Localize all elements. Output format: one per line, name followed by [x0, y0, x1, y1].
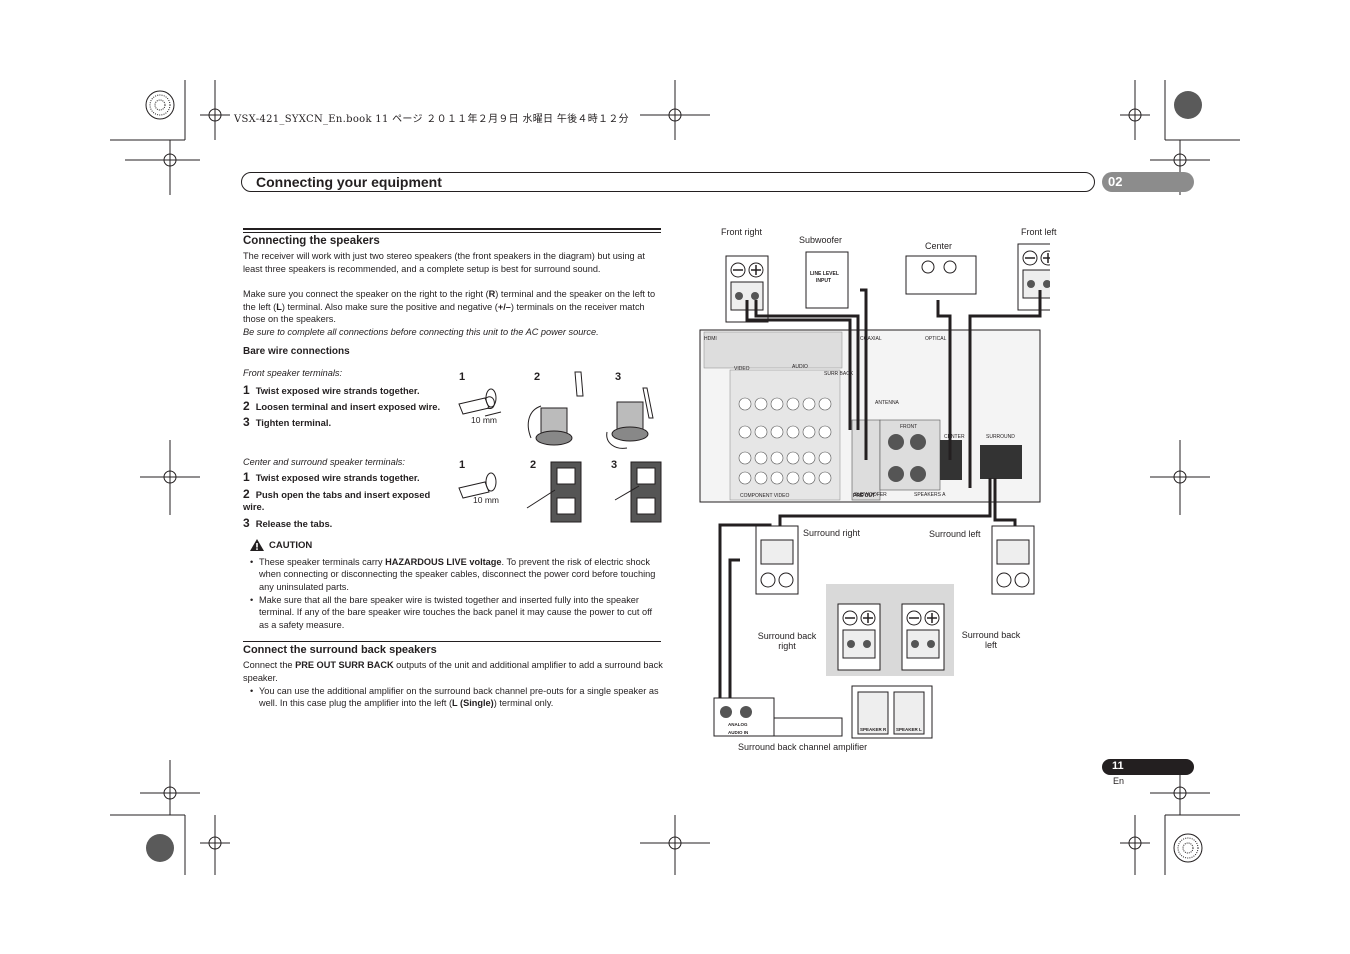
audio-in-label: AUDIO IN — [728, 730, 748, 735]
caution-bullet-2: Make sure that all the bare speaker wire… — [250, 594, 661, 631]
front-terminals-label: Front speaker terminals: — [243, 368, 343, 378]
heading-rule-thin — [243, 232, 661, 233]
section-title: Connecting your equipment — [256, 174, 442, 190]
fig-num-2b: 2 — [530, 459, 536, 471]
label-front-left: Front left — [1021, 227, 1057, 237]
fig-num-2a: 2 — [534, 371, 540, 383]
section-rule — [243, 641, 661, 642]
speaker-wiring-diagram: HDMI COAXIAL OPTICAL VIDEO AUDIO SURR BA… — [699, 243, 1050, 739]
panel-subwoofer: SUBWOOFER — [854, 492, 887, 498]
registration-rosettes — [145, 90, 1203, 863]
heading-bare-wire: Bare wire connections — [243, 346, 350, 357]
page-number-tab: 11 — [1102, 759, 1194, 775]
speakers-instructions: Make sure you connect the speaker on the… — [243, 289, 656, 324]
panel-component-video: COMPONENT VIDEO — [740, 493, 789, 499]
speaker-r-label: SPEAKER R — [860, 727, 887, 732]
fig-num-1b: 1 — [459, 459, 465, 471]
chapter-number: 02 — [1108, 174, 1123, 189]
heading-surround-back: Connect the surround back speakers — [243, 644, 437, 656]
panel-speakers-a: SPEAKERS A — [914, 492, 946, 498]
ac-power-note: Be sure to complete all connections befo… — [243, 327, 599, 337]
terminal-figures: 1 2 3 1 2 3 10 mm 10 mm — [458, 371, 662, 523]
fig-num-3a: 3 — [615, 371, 621, 383]
section-title-bar: Connecting your equipment — [241, 172, 1095, 192]
label-amplifier: Surround back channel amplifier — [738, 742, 868, 752]
line-level-2: INPUT — [816, 278, 831, 284]
label-surround-right: Surround right — [803, 528, 861, 538]
analog-label: ANALOG — [728, 722, 748, 727]
label-surround-left: Surround left — [929, 529, 981, 539]
chapter-tab: 02 — [1102, 172, 1194, 192]
label-front-right: Front right — [721, 227, 763, 237]
panel-center: CENTER — [944, 434, 965, 440]
panel-surr-back: SURR BACK — [824, 371, 854, 377]
speaker-l-label: SPEAKER L — [896, 727, 922, 732]
measure-a: 10 mm — [471, 415, 497, 425]
label-subwoofer: Subwoofer — [799, 235, 843, 245]
measure-b: 10 mm — [473, 495, 499, 505]
heading-connecting-speakers: Connecting the speakers — [243, 235, 380, 247]
print-header: VSX-421_SYXCN_En.book 11 ページ ２０１１年２月９日 水… — [234, 114, 629, 125]
panel-pre-out: PRE OUT — [853, 493, 875, 499]
warning-icon — [250, 539, 264, 551]
panel-audio: AUDIO — [792, 364, 808, 370]
center-terminals-label: Center and surround speaker terminals: — [243, 457, 405, 467]
surround-back-para: Connect the PRE OUT SURR BACK outputs of… — [243, 660, 663, 683]
panel-optical: OPTICAL — [925, 336, 947, 342]
panel-coaxial: COAXIAL — [860, 336, 882, 342]
panel-antenna: ANTENNA — [875, 400, 900, 406]
page-number: 11 — [1112, 760, 1124, 772]
fig-num-1a: 1 — [459, 371, 465, 383]
page-language: En — [1113, 776, 1125, 786]
caution-heading: CAUTION — [269, 540, 313, 551]
panel-hdmi: HDMI — [704, 336, 717, 342]
surround-back-bullet: You can use the additional amplifier on … — [250, 685, 661, 710]
panel-surround: SURROUND — [986, 434, 1015, 440]
label-center: Center — [925, 241, 953, 251]
line-level-1: LINE LEVEL — [810, 271, 839, 277]
panel-video: VIDEO — [734, 366, 750, 372]
heading-rule — [243, 228, 661, 230]
fig-num-3b: 3 — [611, 459, 617, 471]
speakers-intro: The receiver will work with just two ste… — [243, 251, 645, 274]
caution-bullet-1: These speaker terminals carry HAZARDOUS … — [250, 556, 661, 593]
panel-front: FRONT — [900, 424, 917, 430]
